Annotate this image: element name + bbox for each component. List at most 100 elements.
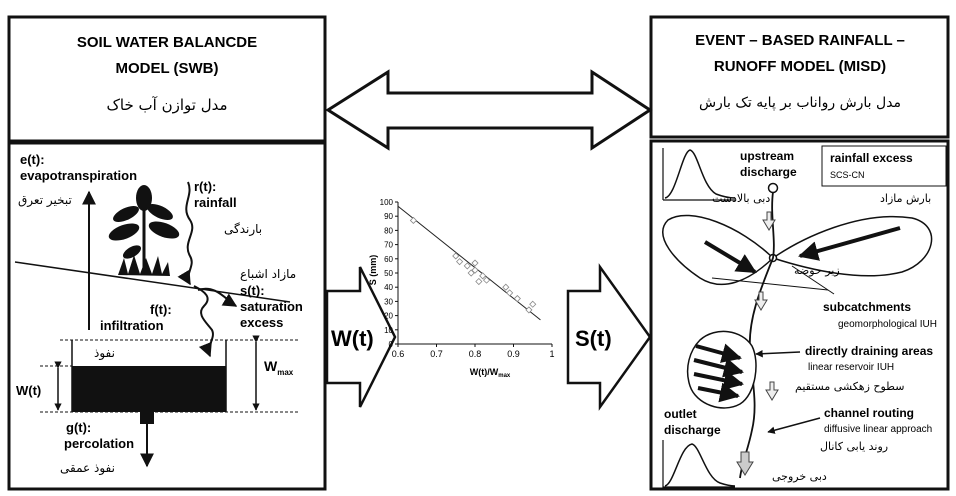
rain-code: r(t): [194,179,216,194]
chart-y-tick-label: 50 [384,269,393,278]
wt-block-arrow: W(t) [325,266,397,408]
chart-y-axis-label: S (mm) [368,255,378,286]
dda-label: directly draining areas [805,344,933,358]
swb-panel: e(t): evapotranspiration تبخیر تعرق r(t)… [7,141,327,491]
evap-label: evapotranspiration [20,168,137,183]
upstream-node [767,182,779,194]
chart-data-point [502,283,510,291]
misd-title-line1: EVENT – BASED RAINFALL – [695,32,905,49]
swb-title-line1: SOIL WATER BALANCDE [77,34,257,51]
outlet-persian: دبی خروجی [772,470,827,483]
saturation-persian: مازاد اشباع [240,267,296,282]
wmax-label: Wmax [264,358,294,377]
chart-y-tick-label: 100 [380,198,394,207]
outlet-label1: outlet [664,407,697,421]
channel-routing-label: channel routing [824,406,914,420]
scs-cn-label: SCS-CN [830,170,865,180]
chart-data-point [456,258,464,266]
wt-label: W(t) [16,383,41,398]
infiltration-label: infiltration [100,318,164,333]
flow-arrow-2 [754,291,768,311]
draining-arrows-icon [693,343,744,403]
channel-routing-persian: روند یابی کانال [820,440,888,453]
misd-title-box: EVENT – BASED RAINFALL – RUNOFF MODEL (M… [649,15,950,139]
chart-y-tick-label: 90 [384,212,393,221]
chart-data-point [506,289,514,297]
rainfall-excess-box [821,145,947,187]
chart-data-point [479,272,487,280]
subcatchment-leader-left [711,277,829,291]
chart-x-tick-label: 0.9 [507,349,520,359]
chart-x-axis-label: W(t)/Wmax [470,367,511,379]
percolation-persian: نفوذ عمقی [60,461,115,476]
infiltration-persian: نفوذ [94,346,115,361]
chart-data-point [529,300,537,308]
evap-code: e(t): [20,152,45,167]
st-block-arrow: S(t) [566,263,652,411]
percolation-outlet [140,412,154,424]
percolation-code: g(t): [66,420,91,435]
upstream-persian: دبی بالادست [712,192,770,205]
ground-surface-line [14,261,291,303]
chart-y-tick-label: 0 [389,340,394,349]
swb-title-line2: MODEL (SWB) [115,60,218,77]
chart-data-point [482,276,491,284]
chart-data-point [409,216,417,225]
rainfall-arrow [177,181,194,286]
chart-y-tick-label: 70 [384,241,393,250]
saturation-label1: saturation [240,299,303,314]
double-arrow-icon [325,69,653,151]
swb-title-persian: مدل توازن آب خاک [106,96,227,114]
wt-arrow-label: W(t) [331,326,374,351]
misd-title-persian: مدل بارش رواناب بر پایه تک بارش [699,95,901,111]
infiltration-arrow [193,285,214,358]
chart-x-tick-label: 0.8 [469,349,482,359]
channel-routing-leader-arrow [767,417,821,434]
soil-water-storage [72,366,226,412]
chart-data-point [471,259,479,267]
swb-title-box: SOIL WATER BALANCDE MODEL (SWB) مدل تواز… [7,15,327,143]
chart-data-point [463,262,471,270]
subcatchment-leader-right [791,265,835,295]
dda-persian: سطوح زهکشی مستقیم [795,380,904,393]
evap-persian: تبخیر تعرق [18,193,72,208]
plant-icon [108,185,180,276]
rain-persian: بارندگی [224,222,262,237]
chart-y-tick-label: 30 [384,297,393,306]
channel-routing-sub: diffusive linear approach [824,424,932,435]
chart-data-point [475,277,483,286]
infiltration-code: f(t): [150,302,172,317]
dda-leader-arrow [755,349,801,358]
rainfall-excess-persian: بارش مازاد [880,192,931,205]
rain-label: rainfall [194,195,237,210]
chart-x-tick-label: 1 [549,349,554,359]
misd-panel: upstream discharge دبی بالادست rainfall … [649,139,950,491]
chart-y-tick-label: 60 [384,255,393,264]
chart-y-tick-label: 80 [384,226,393,235]
chart-data-point [452,252,460,260]
subcatchment-right-flow-arrow [798,226,901,261]
dda-sub: linear reservoir IUH [808,362,894,373]
st-arrow-label: S(t) [575,326,612,351]
chart-x-tick-label: 0.6 [392,349,405,359]
chart-x-tick-label: 0.7 [430,349,443,359]
saturation-label2: excess [240,315,283,330]
chart-data-point [513,294,521,303]
subcatchment-sub: geomorphological IUH [838,319,937,330]
chart-y-tick-label: 40 [384,283,393,292]
flow-arrow-4 [736,451,754,476]
saturation-excess-arrow [197,287,238,307]
upstream-label2: discharge [740,165,797,179]
chart-y-tick-label: 20 [384,312,393,321]
rainfall-excess-label: rainfall excess [830,151,913,165]
subcatchment-label: subcatchments [823,300,911,314]
percolation-label: percolation [64,436,134,451]
upstream-label1: upstream [740,149,794,163]
subcatchment-left-flow-arrow [703,240,757,274]
flow-arrow-1 [762,211,776,231]
chart-data-point [525,306,533,314]
outlet-hydrograph-icon [662,440,736,488]
